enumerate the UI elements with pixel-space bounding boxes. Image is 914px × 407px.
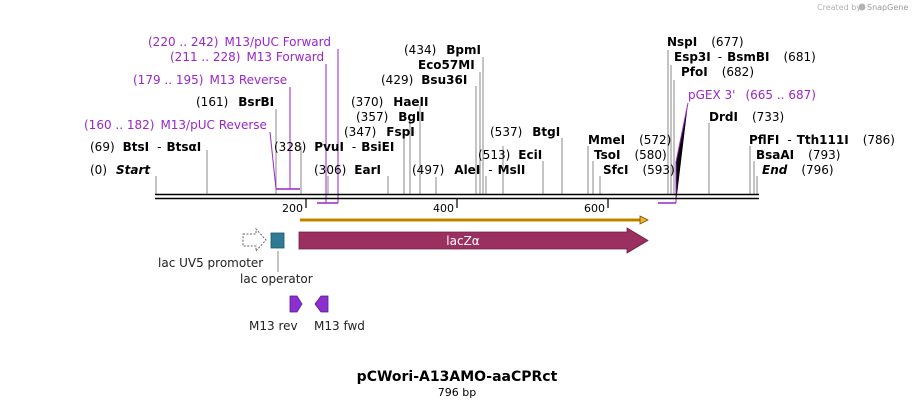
lacza-label: lacZα	[446, 234, 480, 248]
enzyme-label-alei: (497)AleI-MslI	[412, 163, 525, 177]
ruler-tick-label: 400	[433, 202, 454, 215]
m13-fwd-site	[314, 295, 329, 313]
primer-labels: (220 .. 242)M13/pUC Forward (211 .. 228)…	[84, 35, 816, 132]
feature-lac-operator	[270, 232, 285, 249]
enzyme-label-nspi: NspI(677)	[667, 35, 744, 49]
m13-rev-label: M13 rev	[249, 319, 298, 333]
lac-uv5-promoter-label: lac UV5 promoter	[158, 256, 263, 270]
primer-label-m13-forward: (211 .. 228)M13 Forward	[170, 50, 324, 64]
enzyme-label-pvui: (328)PvuI-BsiEI	[274, 140, 394, 154]
orf-arrow	[300, 215, 649, 225]
credit-brand: SnapGene	[867, 3, 908, 12]
plasmid-length: 796 bp	[438, 386, 476, 399]
plasmid-name: pCWori-A13AMO-aaCPRct	[357, 369, 558, 385]
enzyme-label-eari: (306)EarI	[314, 163, 381, 177]
dna-backbone	[155, 193, 759, 200]
ruler: 200 400 600	[282, 199, 609, 215]
enzyme-label-esp3i: Esp3I-BsmBI(681)	[674, 50, 816, 64]
ruler-tick-label: 200	[282, 202, 303, 215]
enzyme-label-bsaai: BsaAI(793)	[756, 148, 840, 162]
enzyme-label-haeii: (370)HaeII	[351, 95, 429, 109]
primer-label-m13puc-reverse: (160 .. 182)M13/pUC Reverse	[84, 118, 267, 132]
primer-label-m13puc-forward: (220 .. 242)M13/pUC Forward	[148, 35, 331, 49]
enzyme-label-bpmi: (434)BpmI	[404, 43, 481, 57]
enzyme-label-pfoi: PfoI(682)	[681, 65, 754, 79]
ruler-tick-label: 600	[584, 202, 605, 215]
primer-label-m13-reverse: (179 .. 195)M13 Reverse	[133, 73, 287, 87]
m13-rev-site	[289, 295, 303, 313]
enzyme-label-ecii: (513)EciI	[478, 148, 542, 162]
primer-label-pgex3: pGEX 3'(665 .. 687)	[688, 88, 816, 102]
m13-fwd-label: M13 fwd	[314, 319, 365, 333]
enzyme-leader-lines	[155, 50, 758, 194]
feature-lacza: lacZα	[298, 227, 649, 254]
enzyme-label-end: End(796)	[762, 163, 834, 177]
enzyme-label-btsi: (69)BtsI-BtsαI	[90, 140, 201, 154]
enzyme-label-tsoi: TsoI(580)	[594, 148, 667, 162]
enzyme-label-mmei: MmeI(572)	[588, 133, 671, 147]
enzyme-label-fspi: (347)FspI	[344, 125, 415, 139]
enzyme-label-start: (0)Start	[90, 163, 151, 177]
enzyme-label-eco57mi: Eco57MI	[418, 58, 475, 72]
credit-text: Created by	[817, 3, 861, 12]
enzyme-label-pflfi: PflFI-Tth111I(786)	[749, 133, 895, 147]
enzyme-label-bgli: (357)BglI	[356, 110, 425, 124]
enzyme-label-btgi: (537)BtgI	[490, 125, 560, 139]
enzyme-label-bsrbi: (161)BsrBI	[196, 95, 274, 109]
feature-lac-uv5-promoter	[242, 227, 267, 253]
primer-leader-lines	[269, 49, 689, 204]
lac-operator-label: lac operator	[240, 272, 313, 286]
snapgene-logo-icon	[858, 3, 866, 11]
enzyme-label-drdi: DrdI(733)	[709, 110, 784, 124]
enzyme-label-sfci: SfcI(593)	[603, 163, 675, 177]
enzyme-labels: (0)Start (69)BtsI-BtsαI (161)BsrBI (328)…	[90, 35, 895, 177]
enzyme-label-bsu36i: (429)Bsu36I	[381, 73, 467, 87]
